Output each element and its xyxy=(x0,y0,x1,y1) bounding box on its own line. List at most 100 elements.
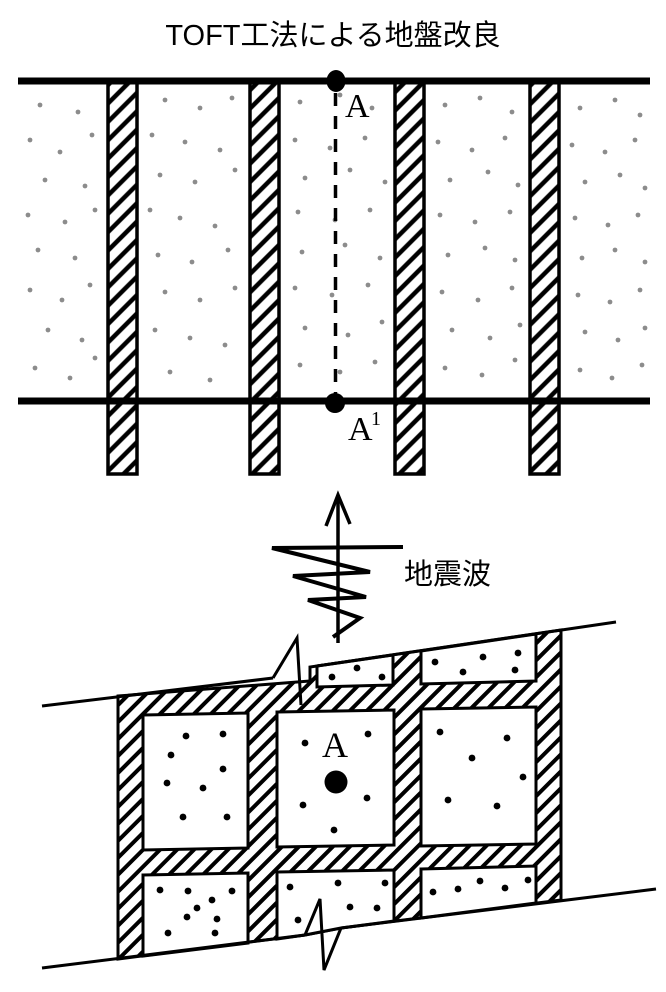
soil-dot xyxy=(299,249,305,255)
soil-dot xyxy=(157,172,163,178)
plan-dots-main-right xyxy=(436,728,527,810)
soil-dot xyxy=(612,97,618,103)
soil-dot xyxy=(75,109,81,115)
point-a1-superscript: 1 xyxy=(371,408,381,430)
soil-dot xyxy=(512,257,518,263)
soil-dot xyxy=(187,335,193,341)
soil-dot xyxy=(229,95,235,101)
soil-dot xyxy=(337,369,343,375)
surface-boundary-line-bottom-left xyxy=(41,933,306,970)
break-line-bottom xyxy=(303,898,343,971)
soil-dot xyxy=(468,754,476,762)
soil-dot xyxy=(299,801,307,809)
soil-dot xyxy=(615,337,621,343)
soil-dot xyxy=(632,137,638,143)
soil-dot xyxy=(163,779,171,787)
soil-dot xyxy=(365,282,371,288)
soil-dot xyxy=(382,179,388,185)
soil-dot xyxy=(609,375,615,381)
soil-dot xyxy=(477,95,483,101)
soil-dot xyxy=(342,242,348,248)
soil-dot xyxy=(447,177,453,183)
improvement-wall-column-1 xyxy=(106,80,139,476)
soil-dot xyxy=(577,105,583,111)
soil-dot xyxy=(72,255,78,261)
soil-dot xyxy=(642,185,648,191)
soil-dots-strip-5 xyxy=(569,97,648,381)
soil-dot xyxy=(362,135,368,141)
soil-dot xyxy=(219,765,227,773)
soil-dot xyxy=(472,219,478,225)
soil-dot xyxy=(479,653,487,661)
soil-dot xyxy=(164,929,172,937)
soil-dot xyxy=(381,879,389,887)
soil-dot xyxy=(225,247,231,253)
soil-dot xyxy=(442,365,448,371)
soil-dot xyxy=(89,132,95,138)
soil-dot xyxy=(637,287,643,293)
soil-dot xyxy=(212,223,218,229)
soil-dot xyxy=(353,664,361,672)
soil-dot xyxy=(503,734,511,742)
break-line-top xyxy=(271,633,303,706)
soil-dot xyxy=(167,369,173,375)
soil-dot xyxy=(459,668,467,676)
soil-dot xyxy=(167,751,175,759)
improvement-wall-column-2 xyxy=(248,80,281,476)
soil-dot xyxy=(334,879,342,887)
point-a-label: A xyxy=(345,88,370,125)
improvement-wall-column-3 xyxy=(393,80,426,476)
surface-boundary-line-bottom-right xyxy=(340,887,657,930)
soil-dot xyxy=(449,327,455,333)
soil-dot xyxy=(367,207,373,213)
soil-dot xyxy=(297,99,303,105)
soil-dot xyxy=(337,92,343,98)
soil-dot xyxy=(177,215,183,221)
soil-dot xyxy=(301,739,309,747)
soil-dots-strip-2 xyxy=(147,95,238,383)
soil-dot xyxy=(32,365,38,371)
soil-dot xyxy=(328,673,336,681)
soil-dot xyxy=(45,327,51,333)
soil-dot xyxy=(637,112,643,118)
soil-dot xyxy=(208,896,216,904)
soil-dot xyxy=(228,887,236,895)
soil-dot xyxy=(192,179,198,185)
soil-dot xyxy=(155,252,161,258)
surface-boundary-line-top-right xyxy=(316,620,617,668)
seismic-wave-symbol xyxy=(271,490,404,643)
plan-cell-main-left xyxy=(141,711,250,852)
point-a1-label: A xyxy=(348,411,373,448)
soil-dot xyxy=(92,207,98,213)
soil-dot xyxy=(295,209,301,215)
plan-cell-bottom-center xyxy=(275,868,396,941)
soil-dot xyxy=(57,149,63,155)
soil-dot xyxy=(67,375,73,381)
soil-dot xyxy=(485,169,491,175)
soil-dot xyxy=(183,913,191,921)
soil-dot xyxy=(182,139,188,145)
soil-dot xyxy=(162,97,168,103)
plan-point-a-label: A xyxy=(322,725,348,765)
soil-dot xyxy=(511,666,519,674)
soil-dots-strip-1 xyxy=(25,102,98,381)
soil-dot xyxy=(217,147,223,153)
surface-boundary-line-top-left xyxy=(41,676,274,708)
soil-dot xyxy=(82,183,88,189)
soil-dot xyxy=(223,813,231,821)
soil-dot xyxy=(286,883,294,891)
soil-dots-strip-3 xyxy=(292,92,388,375)
plan-cell-main-right xyxy=(419,705,538,848)
soil-dot xyxy=(330,826,338,834)
improvement-wall-column-4 xyxy=(528,80,561,476)
plan-view: A xyxy=(41,620,657,971)
soil-dot xyxy=(197,105,203,111)
soil-dot xyxy=(612,247,618,253)
soil-dot xyxy=(327,145,333,151)
soil-dot xyxy=(569,142,575,148)
soil-dot xyxy=(373,904,381,912)
soil-dot xyxy=(211,929,219,937)
soil-dot xyxy=(294,916,302,924)
